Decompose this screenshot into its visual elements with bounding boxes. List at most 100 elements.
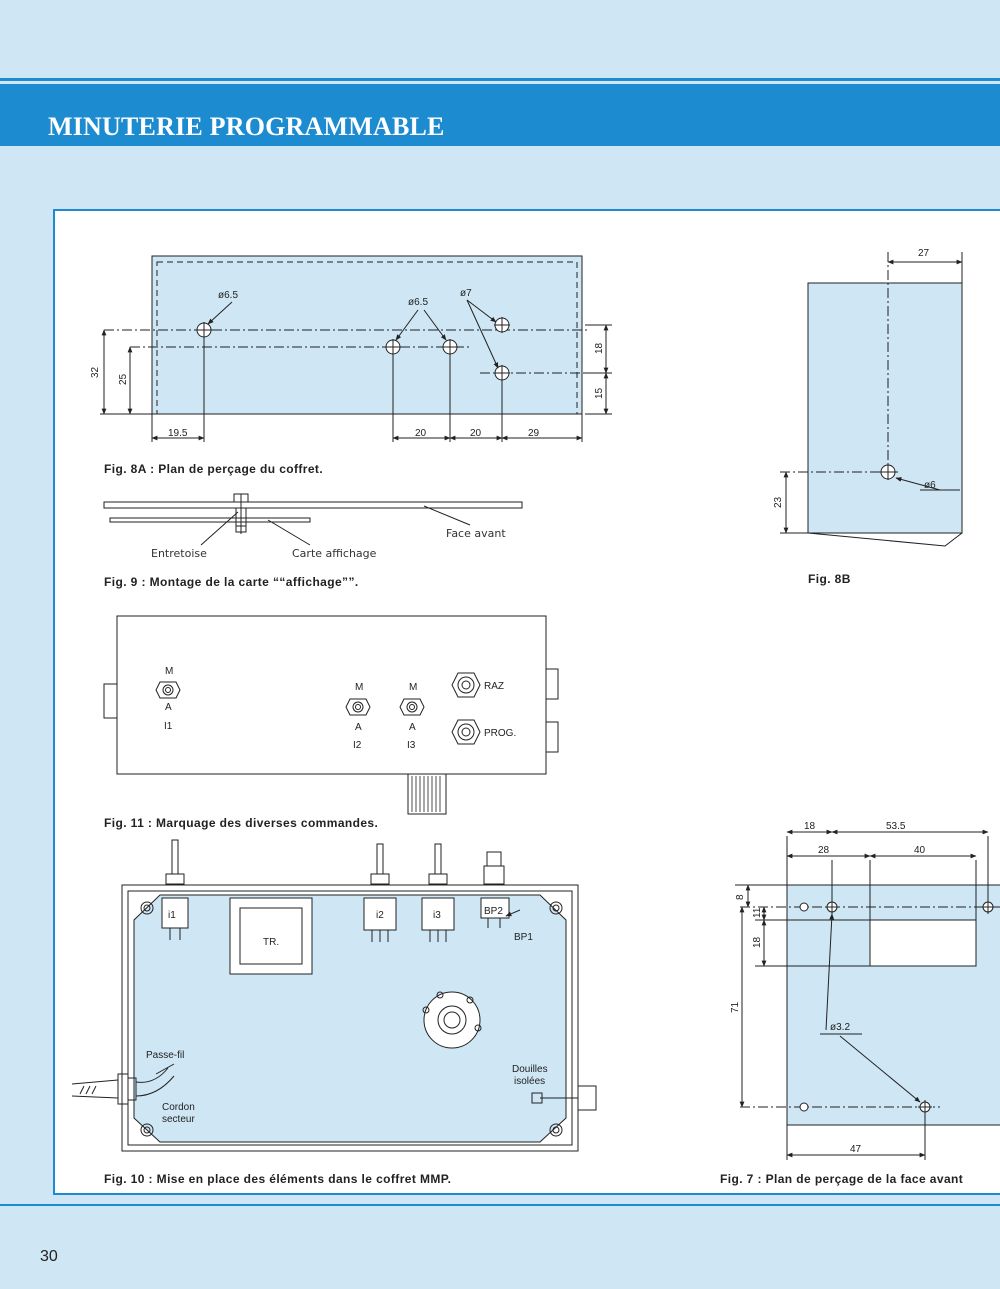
fig10-caption: Fig. 10 : Mise en place des éléments dan… — [104, 1172, 452, 1186]
fig7-hole — [825, 900, 839, 914]
fig8a-drawing — [100, 255, 612, 442]
fig10-switch-i3 — [421, 843, 455, 942]
fig8b-edge — [807, 532, 963, 547]
fig8b-hole — [880, 464, 896, 480]
fig8a-hole-label: ø6.5 — [218, 290, 238, 301]
fig11-switch-i1 — [155, 681, 181, 699]
fig11-labels: M A I1 M A I2 M A I3 RAZ PROG. — [164, 666, 516, 751]
fig11-switch-bottom: A — [355, 722, 362, 733]
fig11-box — [116, 615, 547, 775]
fig8b-caption: Fig. 8B — [808, 572, 851, 586]
fig7-dim: 8 — [735, 894, 746, 900]
fig11-button-label: PROG. — [484, 728, 516, 739]
fig9-face-avant — [103, 501, 523, 509]
fig8a-box — [151, 255, 583, 415]
fig10-power-cord — [71, 1067, 175, 1105]
fig10-bp2 — [480, 851, 510, 928]
fig7-dim: 71 — [730, 1001, 741, 1013]
fig8a-hole — [385, 339, 401, 355]
fig7-drawing — [735, 829, 1000, 1160]
footer-rule — [0, 1204, 1000, 1206]
fig8a-dim: 25 — [118, 373, 129, 385]
fig11-button-prog — [451, 719, 481, 745]
fig10-label: i1 — [168, 910, 176, 921]
fig8a-dim: 15 — [594, 387, 605, 399]
fig10-jacks — [531, 1085, 597, 1111]
fig10-label: i2 — [376, 910, 384, 921]
fig7-hole — [981, 900, 995, 914]
fig11-knob — [407, 773, 447, 815]
fig11-switch-top: M — [409, 682, 417, 693]
fig11-caption: Fig. 11 : Marquage des diverses commande… — [104, 816, 379, 830]
fig8a-hole — [494, 365, 510, 381]
fig8a-hole — [442, 339, 458, 355]
fig8a-caption: Fig. 8A : Plan de perçage du coffret. — [104, 462, 324, 476]
fig9-label: Carte affichage — [292, 547, 377, 560]
fig8a-dim: 20 — [470, 428, 482, 439]
fig10-label: Douilles — [512, 1064, 548, 1075]
fig8a-hole — [494, 317, 510, 333]
header-band — [0, 84, 1000, 146]
fig9-drawing — [103, 493, 523, 546]
fig10-drawing — [71, 839, 597, 1152]
fig7-hole-label: ø3.2 — [830, 1022, 850, 1033]
fig7-dim: 40 — [914, 845, 926, 856]
fig11-switch-i3 — [399, 698, 425, 716]
fig10-transformer — [229, 897, 313, 975]
fig9-label: Entretoise — [151, 547, 207, 560]
fig7-dim: 11 — [752, 907, 763, 918]
fig8a-hole — [196, 322, 212, 338]
fig10-label: isolées — [514, 1076, 545, 1087]
fig10-switch-i1 — [161, 839, 189, 940]
fig8b-drawing — [780, 252, 963, 547]
fig11-switch-name: I3 — [407, 740, 416, 751]
fig7-caption: Fig. 7 : Plan de perçage de la face avan… — [720, 1172, 964, 1186]
fig10-label: Cordon — [162, 1102, 195, 1113]
fig8a-inner-dashed — [156, 261, 578, 415]
fig8a-dim: 19.5 — [168, 428, 188, 439]
fig8a-dim: 20 — [415, 428, 427, 439]
fig7-dim: 18 — [804, 821, 816, 832]
fig8b-box — [807, 282, 963, 534]
fig8b-hole-label: ø6 — [924, 480, 936, 491]
fig11-switch-i2 — [345, 698, 371, 716]
fig11-button-raz — [451, 672, 481, 698]
fig10-switch-i2 — [363, 843, 397, 942]
fig9-labels: Entretoise Carte affichage Face avant — [151, 527, 506, 560]
fig10-label: secteur — [162, 1114, 195, 1125]
fig7-hole — [918, 1100, 932, 1114]
fig11-switch-bottom: A — [165, 702, 172, 713]
header-rule — [0, 78, 1000, 81]
fig10-rotary-switch — [422, 991, 482, 1049]
fig8b-dim: 27 — [918, 248, 930, 259]
fig11-switch-bottom: A — [409, 722, 416, 733]
fig8a-dim: 32 — [90, 366, 101, 378]
fig8a-hole-label: ø7 — [460, 288, 472, 299]
fig8a-dim: 29 — [528, 428, 540, 439]
page-title: MINUTERIE PROGRAMMABLE — [48, 112, 445, 141]
fig8b-dim: 23 — [773, 496, 784, 508]
fig11-switch-top: M — [355, 682, 363, 693]
fig10-label: BP2 — [484, 906, 503, 917]
fig10-pcb — [133, 894, 567, 1143]
fig11-button-label: RAZ — [484, 681, 504, 692]
fig11-switch-top: M — [165, 666, 173, 677]
fig7-dim: 47 — [850, 1144, 862, 1155]
fig10-label: BP1 — [514, 932, 533, 943]
fig7-labels: 18 53.5 28 40 8 11 18 71 47 ø3.2 — [730, 821, 926, 1155]
fig10-label: Passe-fil — [146, 1050, 184, 1061]
fig11-drawing — [103, 615, 559, 815]
fig11-switch-name: I2 — [353, 740, 362, 751]
fig10-label: TR. — [263, 937, 279, 948]
fig10-labels: i1 TR. i2 i3 BP2 BP1 Passe-fil Cordon se… — [146, 906, 548, 1125]
fig7-dim: 53.5 — [886, 821, 906, 832]
fig7-dim: 28 — [818, 845, 830, 856]
fig8a-hole-label: ø6.5 — [408, 297, 428, 308]
fig8a-dim: 18 — [594, 342, 605, 354]
fig9-caption: Fig. 9 : Montage de la carte ““affichage… — [104, 575, 359, 589]
fig7-display-cutout — [869, 919, 977, 967]
fig8b-labels: 27 23 ø6 — [773, 248, 936, 508]
fig9-label: Face avant — [446, 527, 506, 540]
page-number: 30 — [40, 1248, 58, 1265]
